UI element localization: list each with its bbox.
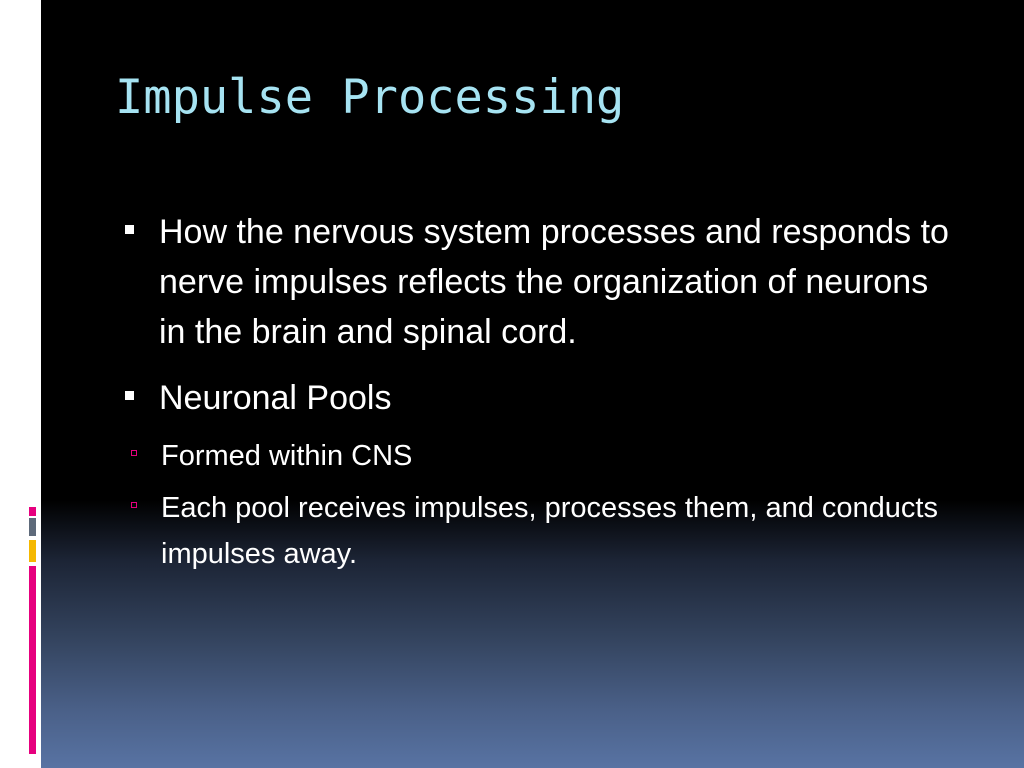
accent-bar-yellow — [29, 540, 36, 562]
slide-content: How the nervous system processes and res… — [123, 207, 963, 583]
bullet-item: How the nervous system processes and res… — [123, 207, 963, 357]
sub-bullet-text: Each pool receives impulses, processes t… — [161, 492, 938, 570]
bullet-text: Neuronal Pools — [159, 379, 392, 417]
sub-bullet-item: Each pool receives impulses, processes t… — [131, 485, 963, 577]
sub-bullet-list: Formed within CNS Each pool receives imp… — [87, 433, 963, 577]
accent-bar-pink-long — [29, 566, 36, 754]
accent-bar-gray — [29, 518, 36, 536]
hollow-square-bullet-icon — [131, 450, 137, 456]
square-bullet-icon — [125, 225, 134, 234]
bullet-item: Neuronal Pools — [123, 373, 963, 423]
square-bullet-icon — [125, 391, 134, 400]
hollow-square-bullet-icon — [131, 502, 137, 508]
sub-bullet-item: Formed within CNS — [131, 433, 963, 479]
bullet-text: How the nervous system processes and res… — [159, 213, 949, 351]
accent-bar-pink-top — [29, 507, 36, 516]
slide-title: Impulse Processing — [115, 70, 625, 125]
sub-bullet-text: Formed within CNS — [161, 440, 413, 472]
